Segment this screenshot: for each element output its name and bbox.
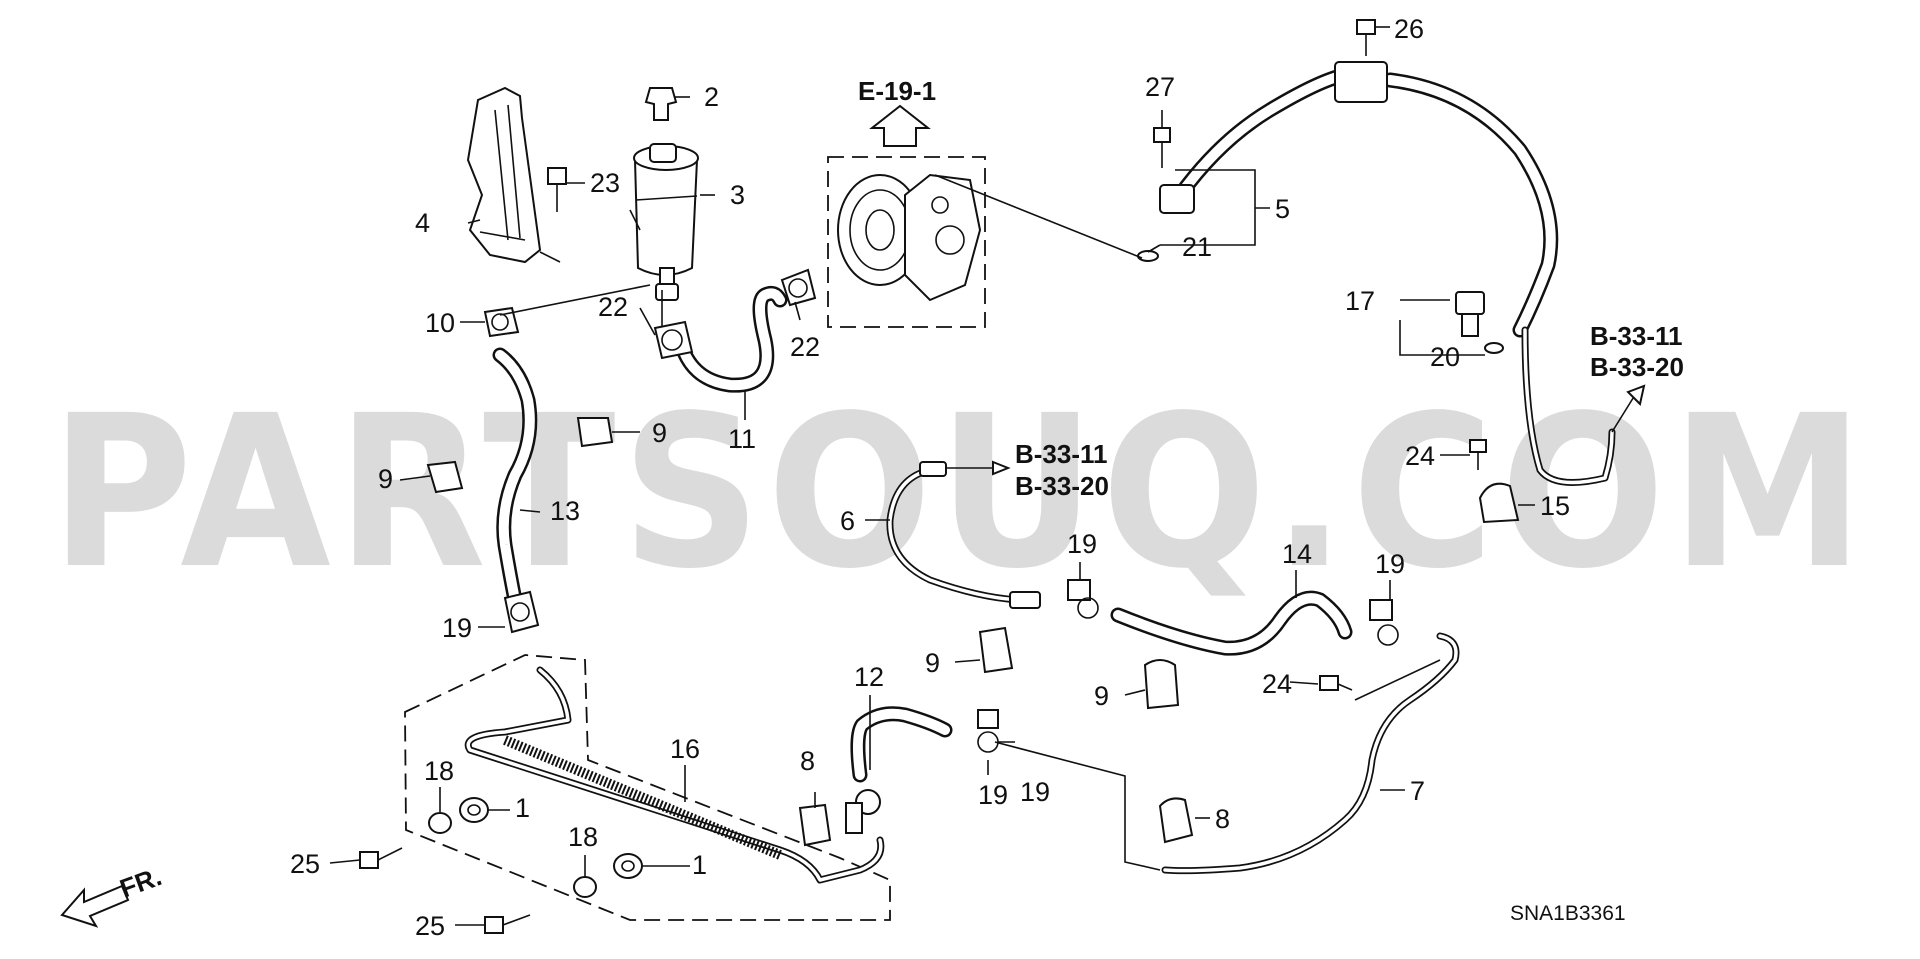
callout-9-d[interactable]: 9: [1094, 681, 1109, 711]
callout-6[interactable]: 6: [840, 506, 855, 536]
hose-12[interactable]: [850, 706, 953, 783]
clamp-19-lower[interactable]: [845, 802, 863, 834]
callout-12[interactable]: 12: [854, 662, 884, 692]
callout-25-b[interactable]: 25: [415, 911, 445, 941]
cooler-pipe-16[interactable]: [464, 666, 885, 884]
callout-23[interactable]: 23: [590, 168, 620, 198]
clamp-19-b[interactable]: [1067, 579, 1099, 619]
bushing-1-a[interactable]: [459, 797, 489, 823]
o-ring-20[interactable]: [1484, 342, 1504, 354]
callout-16[interactable]: 16: [670, 734, 700, 764]
callout-27[interactable]: 27: [1145, 72, 1175, 102]
callout-19-c[interactable]: 19: [1375, 549, 1405, 579]
upper-right-reference-2[interactable]: B-33-20: [1590, 352, 1684, 382]
callout-8-a[interactable]: 8: [800, 746, 815, 776]
callout-19-e[interactable]: 19: [978, 780, 1008, 810]
callout-9-c[interactable]: 9: [925, 648, 940, 678]
reservoir-bracket[interactable]: [466, 86, 542, 264]
callout-25-a[interactable]: 25: [290, 849, 320, 879]
callout-1-a[interactable]: 1: [515, 793, 530, 823]
clamp-22-right[interactable]: [780, 268, 817, 307]
reservoir-cap-2[interactable]: [644, 87, 678, 121]
callout-9-b[interactable]: 9: [378, 464, 393, 494]
callout-14[interactable]: 14: [1282, 539, 1312, 569]
clamp-19-d[interactable]: [977, 709, 999, 753]
clamp-19-c[interactable]: [1369, 599, 1399, 646]
pressure-hose-5[interactable]: [1159, 61, 1559, 338]
clamp-19-a[interactable]: [503, 590, 540, 634]
clamp-9-c[interactable]: [978, 626, 1014, 674]
bolt-24-lower[interactable]: [1319, 675, 1353, 691]
reservoir-tank[interactable]: [629, 143, 699, 301]
callout-5[interactable]: 5: [1275, 194, 1290, 224]
pipe-7[interactable]: [1161, 632, 1460, 875]
callout-19-b[interactable]: 19: [1067, 529, 1097, 559]
callout-19-d[interactable]: 19: [1020, 777, 1050, 807]
callout-3[interactable]: 3: [730, 180, 745, 210]
callout-20[interactable]: 20: [1430, 342, 1460, 372]
callout-10[interactable]: 10: [425, 308, 455, 338]
bolt-23[interactable]: [547, 167, 567, 212]
callout-1-b[interactable]: 1: [692, 850, 707, 880]
callout-18-a[interactable]: 18: [424, 756, 454, 786]
bolt-26[interactable]: [1356, 19, 1376, 56]
power-steering-pump[interactable]: [837, 173, 982, 302]
center-reference-2[interactable]: B-33-20: [1015, 471, 1109, 501]
pipe-to-b33-upper[interactable]: [1521, 326, 1616, 486]
clamp-8-b[interactable]: [1158, 797, 1194, 844]
callout-22-left[interactable]: 22: [598, 292, 628, 322]
bolt-24-upper[interactable]: [1469, 439, 1487, 470]
callout-4[interactable]: 4: [415, 208, 430, 238]
callout-21[interactable]: 21: [1182, 232, 1212, 262]
callout-22-right[interactable]: 22: [790, 332, 820, 362]
callout-18-b[interactable]: 18: [568, 822, 598, 852]
clamp-15[interactable]: [1478, 482, 1520, 524]
callout-19-a[interactable]: 19: [442, 613, 472, 643]
pressure-switch-17[interactable]: [1455, 291, 1485, 337]
clamp-22-left[interactable]: [653, 320, 694, 360]
bushing-18-a[interactable]: [428, 812, 452, 834]
bushing-1-b[interactable]: [613, 853, 643, 879]
watermark: PARTSOUQ.COM: [50, 370, 1870, 615]
callout-11[interactable]: 11: [728, 424, 756, 454]
callout-15[interactable]: 15: [1540, 491, 1570, 521]
pump-assembly-box: [827, 156, 986, 328]
clamp-9-b[interactable]: [426, 460, 464, 494]
pipe-6[interactable]: [886, 461, 1041, 609]
o-ring-21[interactable]: [1137, 250, 1159, 262]
diagram-code: SNA1B3361: [1510, 902, 1626, 925]
bolt-25-a[interactable]: [359, 847, 403, 869]
front-direction-arrow-icon: [60, 884, 130, 928]
up-arrow-icon: [869, 104, 931, 147]
callout-26[interactable]: 26: [1394, 14, 1424, 44]
bolt-25-b[interactable]: [484, 914, 531, 934]
callout-7[interactable]: 7: [1410, 776, 1425, 806]
callout-9-a[interactable]: 9: [652, 418, 667, 448]
hose-14[interactable]: [1110, 590, 1353, 656]
callout-17[interactable]: 17: [1345, 286, 1375, 316]
callout-8-b[interactable]: 8: [1215, 804, 1230, 834]
callout-24-lower[interactable]: 24: [1262, 669, 1292, 699]
hose-11[interactable]: [661, 285, 788, 393]
bushing-18-b[interactable]: [573, 876, 597, 898]
callout-2[interactable]: 2: [704, 82, 719, 112]
upper-right-reference-1[interactable]: B-33-11: [1590, 321, 1683, 351]
center-reference-1[interactable]: B-33-11: [1015, 439, 1108, 469]
clamp-10[interactable]: [483, 306, 520, 338]
clamp-9-d[interactable]: [1143, 659, 1180, 710]
clamp-9-a[interactable]: [576, 417, 614, 448]
front-direction-label: FR.: [116, 861, 166, 904]
bolt-27[interactable]: [1153, 127, 1171, 168]
callout-13[interactable]: 13: [550, 496, 580, 526]
pump-reference[interactable]: E-19-1: [858, 76, 936, 106]
hose-13[interactable]: [492, 347, 538, 608]
clamp-8-a[interactable]: [798, 803, 832, 847]
callout-24-upper[interactable]: 24: [1405, 441, 1435, 471]
